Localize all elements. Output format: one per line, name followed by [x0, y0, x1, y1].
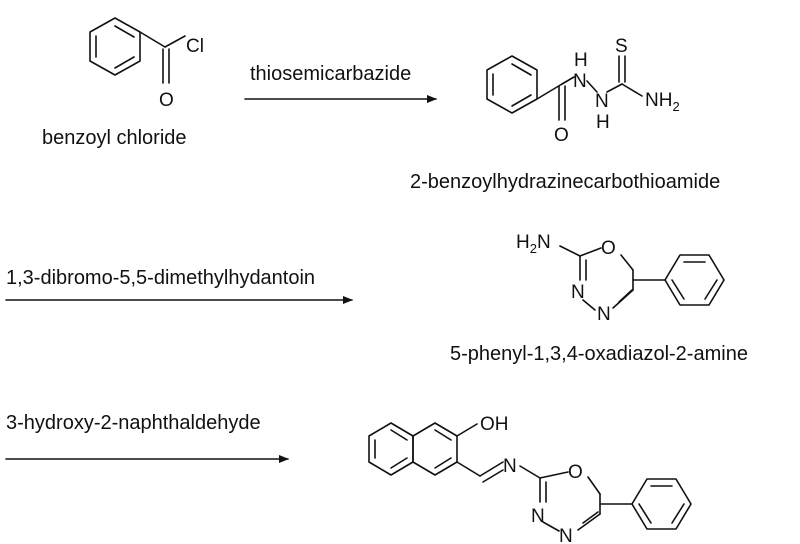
- carbonyl-oxygen: O: [554, 125, 569, 146]
- ring-oxygen: O: [568, 462, 583, 483]
- naphthol-imine-oxadiazole-structure: OH N O N N: [368, 414, 692, 544]
- hydrazide-nitrogen-2: N: [595, 91, 609, 112]
- product-name-label-2: 5-phenyl-1,3,4-oxadiazol-2-amine: [450, 343, 748, 365]
- ring-nitrogen-2: N: [559, 526, 573, 544]
- reactant-name-label: benzoyl chloride: [42, 127, 187, 149]
- ring-nitrogen-2: N: [597, 304, 611, 325]
- ring-nitrogen-1: N: [571, 282, 585, 303]
- phenyl-oxadiazol-amine-structure: H2N O N N: [516, 232, 725, 325]
- ring-oxygen: O: [601, 238, 616, 259]
- sulfur-atom: S: [615, 36, 628, 57]
- benzene-ring: [631, 478, 692, 530]
- product-name-label-1: 2-benzoylhydrazinecarbothioamide: [410, 171, 720, 193]
- benzene-ring: [486, 55, 538, 114]
- amine-nh2-group: NH2: [645, 90, 680, 114]
- oxygen-atom: O: [159, 90, 174, 111]
- hydrazide-nitrogen-1: N: [573, 71, 587, 92]
- chlorine-atom: Cl: [186, 36, 204, 57]
- ring-nitrogen-1: N: [531, 506, 545, 527]
- reagent-label-2: 1,3-dibromo-5,5-dimethylhydantoin: [6, 267, 315, 289]
- benzene-ring: [664, 254, 725, 306]
- nh-hydrogen-top: H: [574, 50, 588, 71]
- benzoylhydrazine-carbothioamide-structure: H N N H S NH2 O: [486, 36, 680, 146]
- amine-h2n-group: H2N: [516, 232, 551, 256]
- reagent-label-1: thiosemicarbazide: [250, 63, 411, 85]
- benzoyl-chloride-structure: Cl O: [89, 17, 204, 111]
- nh-hydrogen-bottom: H: [596, 112, 610, 133]
- imine-nitrogen: N: [503, 456, 517, 477]
- reagent-label-3: 3-hydroxy-2-naphthaldehyde: [6, 412, 261, 434]
- hydroxyl-group: OH: [480, 414, 509, 435]
